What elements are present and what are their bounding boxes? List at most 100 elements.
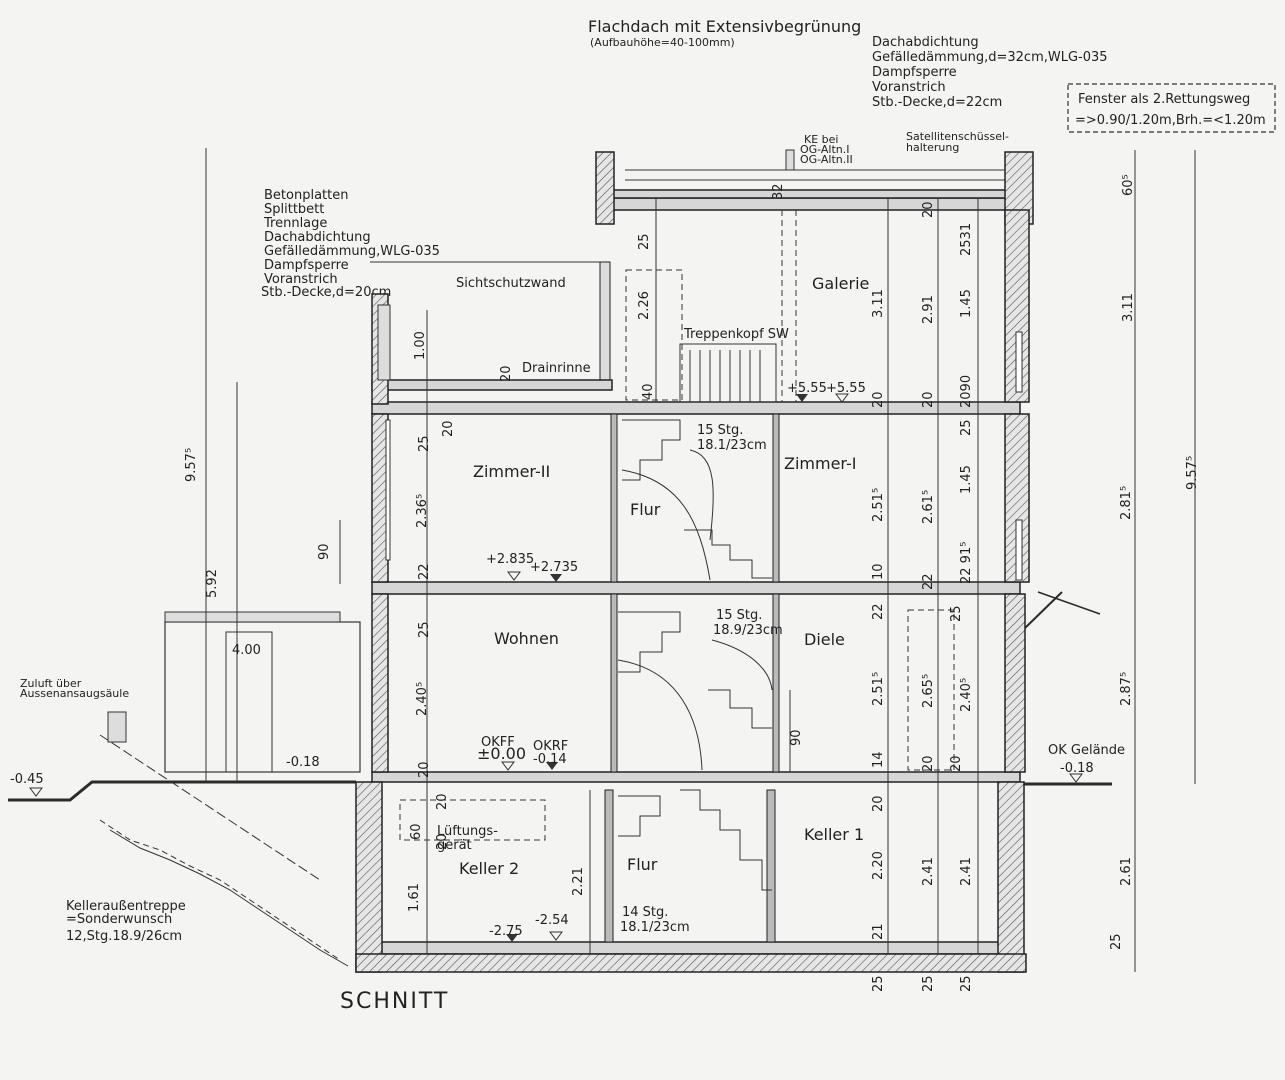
dim-text: 25 [959, 975, 974, 992]
dim-text: 14 [871, 751, 886, 768]
dim-text: 2.41 [959, 857, 974, 886]
roof-layer: Stb.-Decke,d=22cm [872, 95, 1002, 110]
level-triangle [546, 762, 558, 770]
dim-text: 2.21 [571, 867, 586, 896]
dim-text: 2.36⁵ [415, 494, 430, 528]
dim-text: 2090 [959, 375, 974, 408]
terrace-layer: Betonplatten [264, 188, 348, 203]
dim-text: 1.61 [407, 883, 422, 912]
dim-text: 22 91⁵ [959, 542, 974, 584]
dim-text: 2.87⁵ [1119, 672, 1134, 706]
room-label-wohnen: Wohnen [494, 629, 559, 648]
dim-text: 2.65⁵ [921, 674, 936, 708]
dim-text: 2.81⁵ [1119, 486, 1134, 520]
level-triangle [550, 574, 562, 582]
level-value: -0.18 [1060, 761, 1094, 776]
level-value: ±0.00 [477, 744, 526, 763]
level-triangle [507, 571, 521, 581]
dim-text: 2.61⁵ [921, 490, 936, 524]
dim-text: 2.51⁵ [871, 488, 886, 522]
dim-text: 1.45 [959, 465, 974, 494]
dim-text: 25 [959, 419, 974, 436]
terrace-layer: Dampfsperre [264, 258, 349, 273]
dim-text: 25 [637, 233, 652, 250]
dim-text: 1.00 [413, 331, 428, 360]
air-intake-note: Zuluft über [20, 677, 82, 690]
room-label-flur-kg: Flur [627, 855, 658, 874]
dim-text: 3.11 [871, 289, 886, 318]
level-value: +2.735 [530, 560, 578, 575]
roof-heading: Flachdach mit Extensivbegrünung [588, 17, 861, 36]
dim-text: 9.57⁵ [1185, 456, 1200, 490]
notice-line-2: =>0.90/1.20m,Brh.=<1.20m [1075, 113, 1266, 128]
dim-text: 20 [435, 793, 450, 810]
dim-text: 25 [871, 975, 886, 992]
level-value: +5.55 [787, 381, 827, 396]
level-markers [29, 393, 1083, 942]
dim-text: 2.26 [637, 291, 652, 320]
stair-note-og: 18.1/23cm [697, 438, 767, 453]
terrace-layer: Voranstrich [264, 272, 338, 287]
dim-text: 22 [417, 563, 432, 580]
satellite-note-line: halterung [906, 141, 959, 154]
ke-note-line: KE bei [804, 133, 838, 146]
stair-note-eg: 15 Stg. [716, 608, 762, 623]
dim-text: 25 [921, 975, 936, 992]
dim-text: 2531 [959, 223, 974, 256]
dimension-texts: 9.57⁵ 5.92 1.00 90 25 20 2.36⁵ 22 25 2.4… [184, 174, 1200, 992]
terrace-layer: Splittbett [264, 202, 324, 217]
dim-text: 2.91 [921, 295, 936, 324]
dim-text: 20 [921, 391, 936, 408]
stair-note-kg: 14 Stg. [622, 905, 668, 920]
ground-level-label: OK Gelände [1048, 743, 1125, 758]
ke-note: KE bei OG-Altn.I OG-Altn.II [800, 133, 853, 166]
dim-text: 9.57⁵ [184, 448, 199, 482]
level-triangle [506, 934, 518, 942]
air-intake-note: Aussenansaugsäule [20, 687, 129, 700]
level-value: +5.55 [826, 381, 866, 396]
ventilation-unit-label: Lüftungs- [437, 824, 498, 839]
dim-text: 32 [771, 183, 786, 200]
dim-text: 21 [871, 923, 886, 940]
dim-text: 25 [949, 605, 964, 622]
dim-text: 60⁵ [1121, 174, 1136, 196]
level-triangle [796, 394, 808, 402]
ventilation-unit-label: gerät [437, 838, 472, 853]
satellite-note: Satellitenschüssel- halterung [906, 130, 1009, 154]
dim-text: 20 [921, 201, 936, 218]
notice-line-1: Fenster als 2.Rettungsweg [1078, 92, 1250, 107]
dim-text: 25 [1109, 933, 1124, 950]
room-label-flur-og: Flur [630, 500, 661, 519]
terrace-layer: Dachabdichtung [264, 230, 371, 245]
terrace-layer-list: Betonplatten Splittbett Trennlage Dachab… [261, 188, 440, 300]
dim-text: 2.61 [1119, 857, 1134, 886]
dim-text: 10 [871, 563, 886, 580]
drawing-title: SCHNITT [340, 989, 449, 1014]
dim-text: 2.40⁵ [415, 682, 430, 716]
stair-note-og: 15 Stg. [697, 423, 743, 438]
dim-text: 90 [789, 729, 804, 746]
dim-text: 40 [641, 383, 656, 400]
stair-head-label: Treppenkopf SW [683, 327, 789, 342]
dim-text: 20 [871, 795, 886, 812]
escape-window-notice: Fenster als 2.Rettungsweg =>0.90/1.20m,B… [1067, 83, 1276, 133]
level-value: -2.54 [535, 913, 569, 928]
stair-note-eg: 18.9/23cm [713, 623, 783, 638]
ke-note-line: OG-Altn.II [800, 153, 853, 166]
roof-layer: Dampfsperre [872, 65, 957, 80]
external-stair-note: Kelleraußentreppe [66, 899, 186, 914]
terrace-layer: Trennlage [263, 216, 327, 231]
dim-text: 20 [921, 755, 936, 772]
dim-text: 1.45 [959, 289, 974, 318]
privacy-wall-label: Sichtschutzwand [456, 276, 566, 291]
dim-text: 2.40⁵ [959, 678, 974, 712]
terrace-layer: Gefälledämmung,WLG-035 [264, 244, 440, 259]
level-value: -0.45 [10, 772, 44, 787]
level-value: -0.14 [533, 752, 567, 767]
dim-text: 3.11 [1121, 293, 1136, 322]
dimension-lines [205, 148, 1196, 972]
dim-text: 25 [417, 621, 432, 638]
annotations: Drainrinne Treppenkopf SW 15 Stg. 18.1/2… [20, 327, 1125, 944]
room-label-keller-1: Keller 1 [804, 825, 864, 844]
